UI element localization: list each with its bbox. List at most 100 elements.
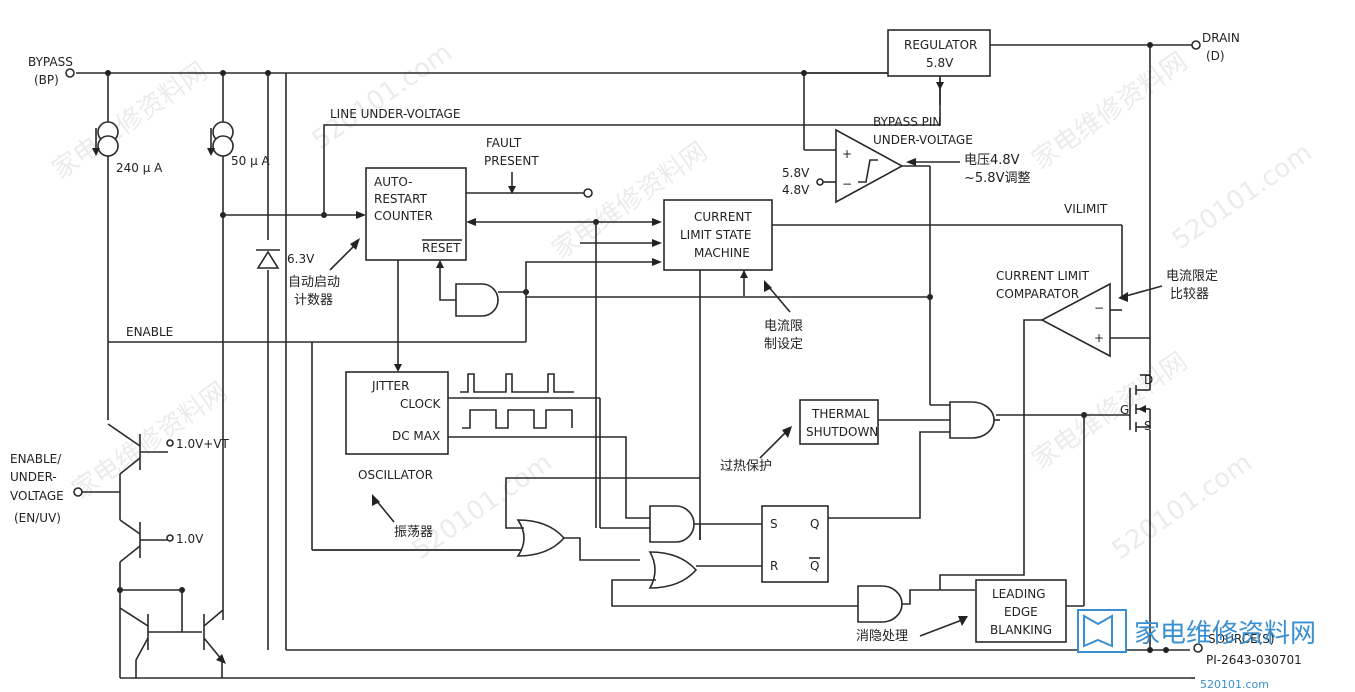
thermal-label-1: THERMAL [811, 407, 870, 421]
or-gate-reset [648, 551, 698, 589]
auto-restart-cn: 自动启动 [288, 275, 340, 290]
thermal-label-2: SHUTDOWN [806, 425, 878, 439]
leb-label-1: LEADING [992, 587, 1046, 601]
osc-dcmax-label: DC MAX [392, 429, 440, 443]
watermark-text: 家电维修资料网 [1027, 47, 1193, 176]
reset-label: RESET [422, 241, 461, 255]
watermark: 家电维修资料网 520101.com 家电维修资料网 家电维修资料网 52010… [47, 38, 1318, 566]
drain-pin-label: DRAIN [1202, 31, 1240, 45]
auto-restart-label-3: COUNTER [374, 209, 433, 223]
clsm-label-3: MACHINE [694, 246, 750, 260]
v58-label: 5.8V [782, 166, 810, 180]
cl-comp-label: CURRENT LIMIT [996, 269, 1090, 283]
site-logo: 家电维修资料网 520101.com [1077, 609, 1316, 691]
cl-comp-plus: + [1094, 331, 1104, 345]
bypass-pin-label: BYPASS [28, 55, 73, 69]
bypass-uv-label-2: UNDER-VOLTAGE [873, 133, 973, 147]
regulator-voltage: 5.8V [926, 56, 954, 70]
vilimit-label: VILIMIT [1064, 202, 1108, 216]
current-source-50ua [207, 121, 234, 157]
and-gate-blanking [857, 585, 903, 623]
clock-waveform [460, 373, 574, 393]
zener-diode [256, 249, 280, 269]
thermal-cn: 过热保护 [720, 459, 772, 474]
drain-pin-abbr: (D) [1206, 49, 1225, 63]
current-limit-set-cn-2: 制设定 [764, 337, 803, 352]
voltage-adjust-note: 电压4.8V [964, 153, 1020, 168]
and-gate-driver [949, 401, 995, 439]
thermal-shutdown-block [799, 399, 879, 445]
source-pin [1193, 643, 1203, 653]
cl-comp-label-2: COMPARATOR [996, 287, 1079, 301]
v48-label: 4.8V [782, 183, 810, 197]
transistor-top [107, 423, 168, 475]
part-number: PI-2643-030701 [1206, 653, 1302, 667]
sr-s-label: S [770, 517, 778, 531]
sr-r-label: R [770, 559, 778, 573]
power-mosfet [1129, 375, 1151, 432]
fet-source-label: S [1144, 419, 1152, 433]
bypass-pin [65, 68, 75, 78]
zener-voltage-label: 6.3V [287, 252, 315, 266]
oscillator-cn: 振荡器 [394, 525, 433, 540]
current-50ua-label: 50 μ A [231, 154, 271, 168]
current-limit-state-machine [663, 199, 773, 271]
logo-text: 家电维修资料网 [1134, 619, 1316, 649]
leading-edge-blanking-block [975, 579, 1067, 643]
or-gate-left [516, 519, 566, 557]
v10-label: 1.0V [176, 532, 204, 546]
sr-qbar-label: Q [810, 559, 819, 573]
cl-comp-minus: − [1094, 301, 1104, 315]
enable-label: ENABLE [126, 325, 173, 339]
drain-pin [1191, 40, 1201, 50]
osc-jitter-label: JITTER [371, 379, 409, 393]
enable-uv-label-2: UNDER- [10, 470, 57, 484]
osc-clock-label: CLOCK [400, 397, 441, 411]
current-limit-set-cn: 电流限 [764, 319, 803, 334]
and-gate-reset [455, 283, 499, 317]
mirror-transistor-right [203, 609, 226, 664]
current-source-240ua [92, 121, 119, 157]
cl-comp-cn-2: 比较器 [1170, 287, 1209, 302]
oscillator-label: OSCILLATOR [358, 468, 433, 482]
regulator-label: REGULATOR [904, 38, 977, 52]
oscillator-block [345, 371, 449, 455]
enable-uv-pin [73, 487, 83, 497]
current-240ua-label: 240 μ A [116, 161, 163, 175]
line-uv-label: LINE UNDER-VOLTAGE [330, 107, 460, 121]
auto-restart-cn-2: 计数器 [294, 293, 333, 308]
comparator-plus: + [842, 147, 852, 161]
cl-comp-cn: 电流限定 [1166, 269, 1218, 284]
logo-url: 520101.com [1200, 678, 1269, 691]
watermark-text: 520101.com [1167, 138, 1318, 256]
sr-latch [761, 505, 829, 583]
fault-label-2: PRESENT [484, 154, 539, 168]
auto-restart-label-2: RESTART [374, 192, 428, 206]
current-limit-comparator [1040, 282, 1111, 358]
watermark-text: 520101.com [307, 38, 458, 156]
enable-uv-label-4: (EN/UV) [14, 511, 61, 525]
blanking-cn: 消隐处理 [856, 629, 908, 644]
mirror-transistor-left [119, 607, 202, 661]
leb-label-3: BLANKING [990, 623, 1052, 637]
regulator-block [887, 29, 991, 77]
vt-label: 1.0V+VT [176, 437, 230, 451]
fault-label-1: FAULT [486, 136, 522, 150]
enable-uv-label-1: ENABLE/ [10, 452, 62, 466]
junctions [105, 42, 1169, 653]
and-gate-set [649, 505, 695, 543]
leb-label-2: EDGE [1004, 605, 1038, 619]
bypass-uv-label: BYPASS PIN [873, 115, 941, 129]
auto-restart-label-1: AUTO- [374, 175, 412, 189]
bypass-pin-abbr: (BP) [34, 73, 59, 87]
watermark-text: 520101.com [1107, 448, 1258, 566]
fet-drain-label: D [1144, 373, 1153, 387]
auto-restart-counter-block [365, 167, 467, 261]
watermark-text: 家电维修资料网 [1027, 347, 1193, 476]
fet-gate-label: G [1120, 403, 1129, 417]
voltage-adjust-note-2: ~5.8V调整 [964, 171, 1030, 186]
transistor-mid [119, 519, 168, 563]
comparator-minus: − [842, 177, 852, 191]
enable-uv-label-3: VOLTAGE [10, 489, 64, 503]
